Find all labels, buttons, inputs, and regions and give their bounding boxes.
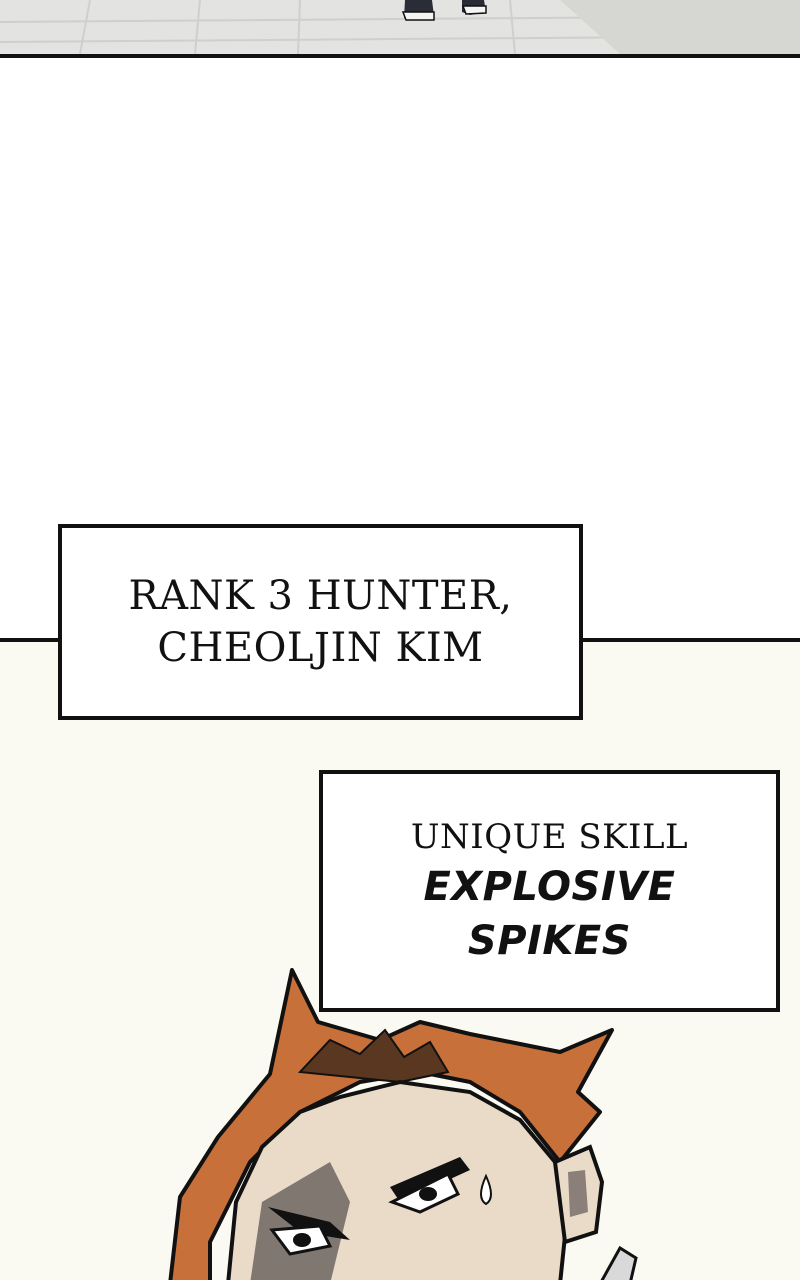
caption-skill-label: UNIQUE SKILL [410, 817, 689, 857]
caption-hunter-rank: RANK 3 HUNTER, [128, 573, 513, 619]
caption-hunter-name: CHEOLJIN KIM [157, 625, 484, 671]
caption-skill-name-1: EXPLOSIVE [423, 864, 676, 910]
top-panel-floor-art [0, 0, 800, 58]
character-face-art [168, 968, 638, 1280]
caption-box-hunter-name: RANK 3 HUNTER, CHEOLJIN KIM [58, 524, 583, 720]
caption-skill-name-2: SPIKES [467, 918, 632, 964]
caption-box-unique-skill: UNIQUE SKILL EXPLOSIVE SPIKES [319, 770, 780, 1012]
floor-tiles-art [0, 0, 800, 54]
feet-art [401, 0, 487, 21]
